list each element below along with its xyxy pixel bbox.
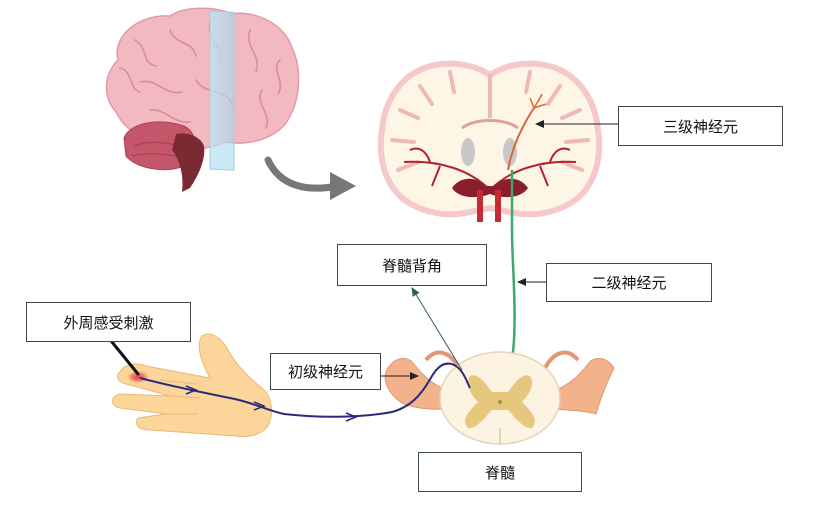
brainstem-vessel-left [477,190,483,222]
whole-brain-illustration [105,7,300,192]
first-neuron-arrow-1 [185,385,199,395]
cerebral-arteries [403,147,577,191]
basal-structures [452,178,528,198]
callout-dorsal-horn [411,287,463,371]
spinal-cord-cross-section [384,350,615,445]
corpus-callosum [461,119,519,130]
first-order-neuron [139,362,471,418]
label-third-order-neuron: 三级神经元 [618,106,783,146]
lateral-ventricle-right [503,138,517,166]
first-neuron-arrow-3 [345,412,359,422]
third-order-neuron [507,93,547,171]
stimulus-spot [126,370,150,384]
finger-creases [159,379,201,415]
label-second-order-neuron: 二级神经元 [546,263,712,302]
transition-arrow [264,156,342,192]
cortex-sulci [390,70,590,172]
label-spinal-cord: 脊髓 [418,452,582,492]
label-dorsal-horn: 脊髓背角 [337,244,487,286]
stimulus-needle [110,340,140,376]
transition-arrow-head [330,172,356,200]
hand [112,333,272,437]
lateral-ventricle-left [461,138,475,166]
brainstem [172,133,205,192]
label-first-order-neuron: 初级神经元 [270,353,381,390]
central-canal [498,400,502,404]
hand-illustration [110,333,272,437]
coronal-section-plane [209,10,235,171]
first-neuron-arrow-2 [253,401,267,411]
label-peripheral-stimulus: 外周感受刺激 [26,302,191,342]
coronal-brain-section [377,60,603,222]
brainstem-vessel-right [495,190,501,222]
